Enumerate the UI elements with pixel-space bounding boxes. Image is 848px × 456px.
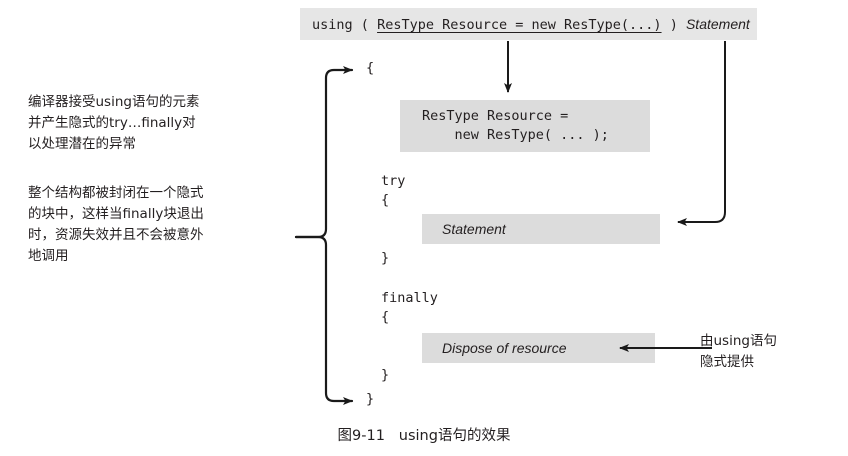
outer-close-brace: } [366,391,375,407]
right-annotation-dispose: 由using语句 隐式提供 [700,333,777,370]
syntax-keyword-using: using [312,16,353,33]
statement-box-label: Statement [442,221,506,237]
resource-allocation-line-2: new ResType( ... ); [422,127,609,143]
syntax-resource-declaration: ResType Resource = new ResType(...) [377,16,662,33]
dispose-box-label: Dispose of resource [442,340,567,356]
statement-box: Statement [422,214,660,244]
outer-open-brace: { [366,60,375,76]
left-annotation-structure: 整个结构都被封闭在一个隐式 的块中，这样当finally块退出 时，资源失效并且… [28,185,204,264]
statement-arrow [677,41,726,226]
resource-allocation-line-1: ResType Resource = [422,108,569,124]
syntax-statement-placeholder: Statement [685,15,750,32]
syntax-close-paren: ) [669,16,678,33]
finally-close-brace: } [381,367,390,383]
try-keyword: try [381,173,406,189]
try-open-brace: { [381,192,390,208]
syntax-open-paren: ( [360,16,369,33]
finally-keyword: finally [381,290,438,306]
resource-allocation-box: ResType Resource = new ResType( ... ); [400,100,650,152]
dispose-box: Dispose of resource [422,333,655,363]
using-syntax-box: using ( ResType Resource = new ResType(.… [300,8,757,40]
syntax-text: using ( ResType Resource = new ResType(.… [312,16,750,33]
left-annotation-compiler: 编译器接受using语句的元素 并产生隐式的try…finally对 以处理潜在… [28,94,200,152]
finally-open-brace: { [381,309,390,325]
figure-caption-title: using语句的效果 [398,428,511,444]
figure-caption: 图9-11 using语句的效果 [0,424,848,445]
left-brace-connector-lower [294,235,354,405]
figure-caption-number: 图9-11 [337,428,385,444]
try-close-brace: } [381,250,390,266]
left-brace-connector [294,66,354,239]
